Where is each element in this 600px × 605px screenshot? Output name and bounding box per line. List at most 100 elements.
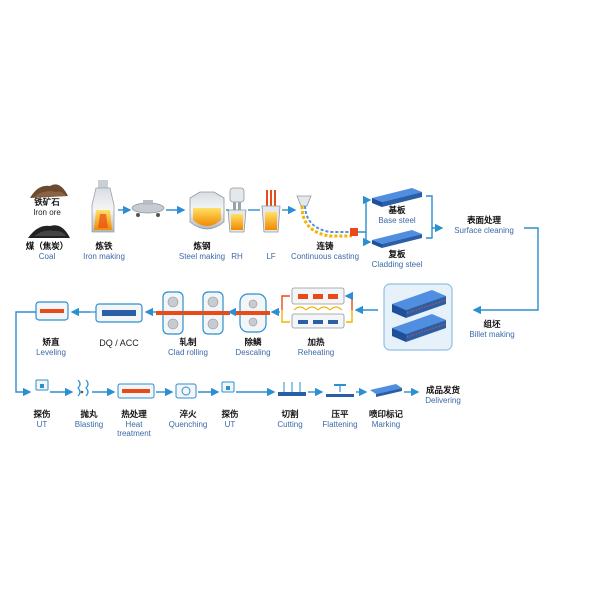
- label-rh-en: RH: [231, 251, 243, 261]
- label-continuous-casting-en: Continuous casting: [290, 251, 360, 261]
- label-delivering-en: Delivering: [425, 395, 461, 405]
- label-quenching-en: Quenching: [168, 419, 208, 429]
- label-blasting: 抛丸 Blasting: [66, 409, 112, 429]
- ut2-icon: [221, 381, 235, 393]
- label-surface-cleaning-en: Surface cleaning: [454, 225, 514, 235]
- converter-icon: [189, 191, 225, 230]
- label-dq-acc-en: DQ / ACC: [99, 338, 139, 348]
- heat-treatment-icon: [117, 383, 155, 399]
- label-rh: RH: [226, 242, 248, 261]
- iron-ore-icon: [30, 184, 68, 198]
- label-cutting-en: Cutting: [277, 419, 303, 429]
- label-ut1-zh: 探伤: [33, 409, 51, 419]
- label-cutting: 切割 Cutting: [268, 409, 312, 429]
- label-dq-acc: DQ / ACC: [92, 338, 146, 348]
- label-cladding-steel-en: Cladding steel: [371, 259, 423, 269]
- label-coal-en: Coal: [38, 251, 56, 261]
- rh-degasser-icon: [227, 187, 247, 233]
- label-descaling-zh: 除鳞: [244, 337, 262, 347]
- row1-flow-arrows: [118, 195, 539, 315]
- label-iron-making-zh: 炼铁: [95, 241, 113, 251]
- label-heat-treatment: 热处理 Heat treatment: [108, 409, 160, 438]
- label-reheating: 加热 Reheating: [288, 337, 344, 357]
- cutting-icon: [278, 382, 306, 396]
- label-iron-making-en: Iron making: [83, 251, 125, 261]
- label-reheating-en: Reheating: [297, 347, 335, 357]
- label-surface-cleaning: 表面处理 Surface cleaning: [444, 215, 524, 235]
- label-iron-ore: 铁矿石 Iron ore: [24, 197, 70, 217]
- clad-rolling-icon: [156, 291, 230, 335]
- label-clad-rolling-zh: 轧制: [179, 337, 197, 347]
- label-lf-en: LF: [266, 251, 276, 261]
- label-marking-en: Marking: [371, 419, 401, 429]
- coal-icon: [28, 225, 70, 238]
- blasting-icon: [77, 379, 89, 397]
- label-cladding-steel-zh: 复板: [388, 249, 406, 259]
- label-ut2: 探伤 UT: [212, 409, 248, 429]
- label-ut2-zh: 探伤: [221, 409, 239, 419]
- label-surface-cleaning-zh: 表面处理: [466, 215, 501, 225]
- label-continuous-casting: 连铸 Continuous casting: [282, 241, 368, 261]
- cladding-steel-slab-icon: [372, 230, 422, 248]
- label-descaling-en: Descaling: [235, 347, 271, 357]
- label-steel-making: 炼钢 Steel making: [172, 241, 232, 261]
- quenching-icon: [175, 383, 197, 399]
- label-flattening-zh: 压平: [331, 409, 349, 419]
- label-iron-ore-zh: 铁矿石: [34, 197, 60, 207]
- label-ut1: 探伤 UT: [24, 409, 60, 429]
- label-quenching: 淬火 Quenching: [162, 409, 214, 429]
- base-steel-slab-icon: [372, 188, 422, 207]
- label-rh-spacer: [226, 242, 248, 252]
- label-flattening: 压平 Flattening: [312, 409, 368, 429]
- label-billet-making-zh: 组坯: [483, 319, 501, 329]
- label-continuous-casting-zh: 连铸: [316, 241, 334, 251]
- blast-furnace-icon: [91, 180, 115, 233]
- continuous-casting-icon: [296, 195, 358, 238]
- flattening-icon: [326, 384, 354, 397]
- label-ut1-en: UT: [36, 419, 48, 429]
- leveling-icon: [35, 301, 69, 321]
- label-blasting-zh: 抛丸: [80, 409, 98, 419]
- label-leveling-zh: 矫直: [42, 337, 60, 347]
- label-descaling: 除鳞 Descaling: [226, 337, 280, 357]
- label-base-steel-en: Base steel: [378, 215, 416, 225]
- label-steel-making-en: Steel making: [178, 251, 226, 261]
- billet-making-card: [383, 283, 453, 351]
- label-clad-rolling-en: Clad rolling: [167, 347, 209, 357]
- label-reheating-zh: 加热: [307, 337, 325, 347]
- label-delivering: 成品发货 Delivering: [414, 385, 472, 405]
- label-delivering-zh: 成品发货: [425, 385, 460, 395]
- label-base-steel: 基板 Base steel: [370, 205, 424, 225]
- label-flattening-en: Flattening: [322, 419, 358, 429]
- label-marking-zh: 喷印标记: [368, 409, 403, 419]
- label-steel-making-zh: 炼钢: [193, 241, 211, 251]
- label-cutting-zh: 切割: [281, 409, 299, 419]
- label-billet-making-en: Billet making: [469, 329, 515, 339]
- label-leveling: 矫直 Leveling: [26, 337, 76, 357]
- descaling-icon: [236, 293, 270, 333]
- label-heat-treatment-en: Heat treatment: [117, 419, 151, 438]
- label-base-steel-zh: 基板: [388, 205, 406, 215]
- label-billet-making: 组坯 Billet making: [456, 319, 528, 339]
- torpedo-car-icon: [131, 200, 165, 217]
- label-lf-spacer: [260, 242, 282, 252]
- label-marking: 喷印标记 Marking: [362, 409, 410, 429]
- label-coal: 煤（焦炭） Coal: [18, 241, 76, 261]
- ut1-icon: [35, 379, 49, 391]
- label-blasting-en: Blasting: [74, 419, 104, 429]
- row2-flow-arrows: [15, 305, 378, 397]
- reheating-flow-lines: [281, 291, 353, 323]
- reheating-furnace-icon: [291, 287, 345, 329]
- marking-icon: [370, 384, 402, 397]
- label-clad-rolling: 轧制 Clad rolling: [158, 337, 218, 357]
- label-leveling-en: Leveling: [36, 347, 66, 357]
- dq-acc-icon: [90, 303, 143, 323]
- label-lf: LF: [260, 242, 282, 261]
- label-iron-ore-en: Iron ore: [33, 207, 61, 217]
- label-iron-making: 炼铁 Iron making: [76, 241, 132, 261]
- lf-furnace-icon: [261, 190, 281, 233]
- label-cladding-steel: 复板 Cladding steel: [362, 249, 432, 269]
- label-heat-treatment-zh: 热处理: [121, 409, 147, 419]
- label-coal-zh: 煤（焦炭）: [25, 241, 69, 251]
